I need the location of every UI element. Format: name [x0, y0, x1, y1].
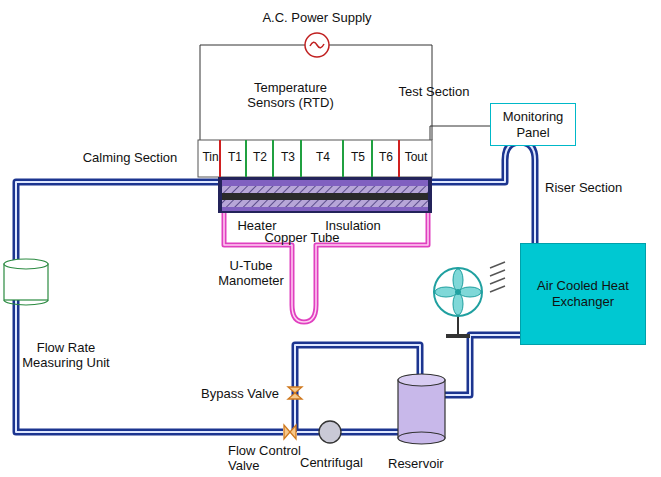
part-label: Tin: [201, 150, 220, 165]
part-label: Bypass Valve: [196, 386, 284, 401]
part-label: Flow Rate Measuring Unit: [14, 340, 118, 370]
part-label: U-Tube Manometer: [212, 258, 290, 288]
part-label: Test Section: [392, 84, 476, 99]
part-label: Centrifugal: [300, 455, 380, 470]
part-label: Temperature Sensors (RTD): [238, 80, 343, 110]
part-label: Tout: [401, 150, 431, 165]
part-label: Riser Section: [545, 180, 655, 195]
part-label: Flow Control Valve: [228, 443, 312, 473]
part-label: T5: [347, 150, 369, 165]
part-label: A.C. Power Supply: [250, 10, 384, 25]
part-label: Calming Section: [70, 150, 190, 165]
part-label: T3: [278, 150, 298, 165]
part-label: T4: [312, 150, 334, 165]
part-label: T1: [225, 150, 245, 165]
node-text: Air Cooled Heat Exchanger: [529, 278, 637, 310]
part-label: T6: [375, 150, 397, 165]
node-text: Monitoring Panel: [495, 109, 571, 141]
heat-exchanger-box: Air Cooled Heat Exchanger: [520, 243, 646, 345]
part-label: T2: [250, 150, 270, 165]
part-label: Copper Tube: [262, 230, 342, 245]
part-label: Reservoir: [388, 456, 458, 471]
panel-box: Monitoring Panel: [490, 103, 576, 146]
